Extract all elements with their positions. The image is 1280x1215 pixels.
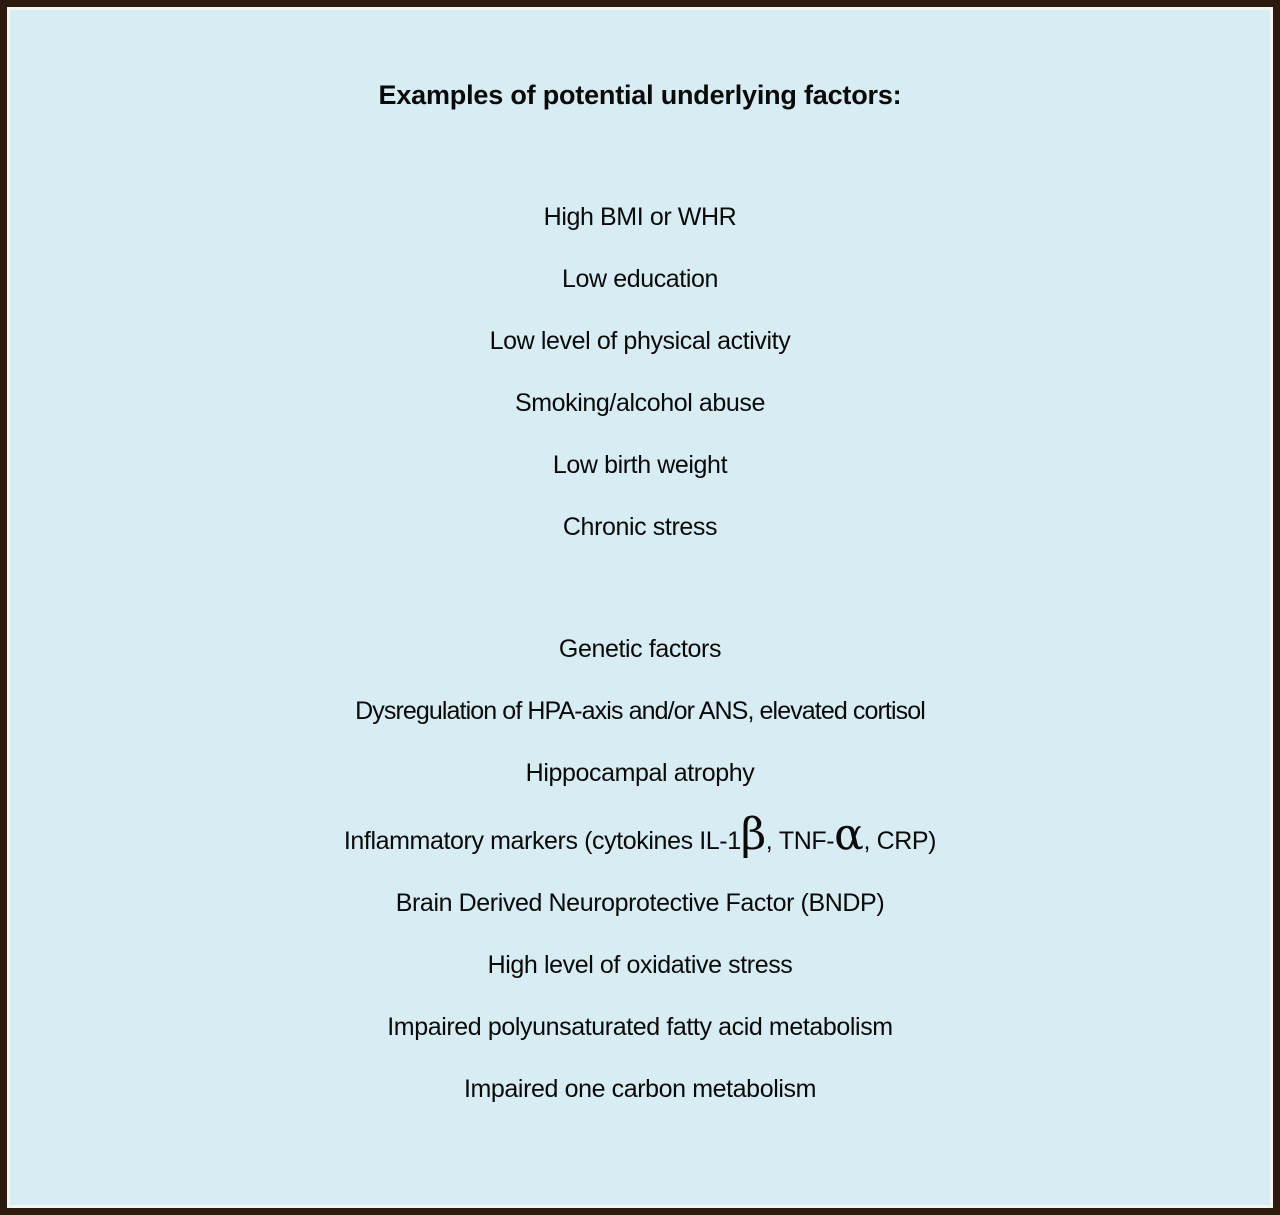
factor-line: High BMI or WHR	[543, 203, 737, 231]
factor-line: Low level of physical activity	[489, 327, 791, 355]
factor-block-lifestyle: High BMI or WHR Low education Low level …	[10, 186, 1270, 558]
factor-line: Smoking/alcohol abuse	[514, 389, 766, 417]
factor-block-biological: Genetic factors Dysregulation of HPA-axi…	[10, 618, 1270, 1120]
factor-line: Impaired one carbon metabolism	[463, 1075, 817, 1103]
factor-line: Hippocampal atrophy	[525, 759, 755, 787]
factor-line: Low education	[561, 265, 719, 293]
title-gap	[10, 124, 1270, 186]
figure-title: Examples of potential underlying factors…	[378, 80, 902, 110]
factor-line-inflammatory: Inflammatory markers (cytokines IL-1β, T…	[343, 809, 937, 860]
figure-content: Examples of potential underlying factors…	[10, 66, 1270, 1120]
factor-line: Brain Derived Neuroprotective Factor (BN…	[395, 889, 885, 917]
factor-line: High level of oxidative stress	[487, 951, 793, 979]
factor-line: Dysregulation of HPA-axis and/or ANS, el…	[355, 697, 926, 725]
greek-glyph: α	[834, 809, 864, 860]
block-gap	[10, 558, 1270, 618]
factor-line: Impaired polyunsaturated fatty acid meta…	[387, 1013, 893, 1041]
factor-line: Chronic stress	[562, 513, 718, 541]
factor-line: Low birth weight	[552, 451, 728, 479]
greek-glyph: β	[740, 809, 766, 860]
figure-panel: Examples of potential underlying factors…	[10, 10, 1270, 1205]
factor-line: Genetic factors	[558, 635, 722, 663]
